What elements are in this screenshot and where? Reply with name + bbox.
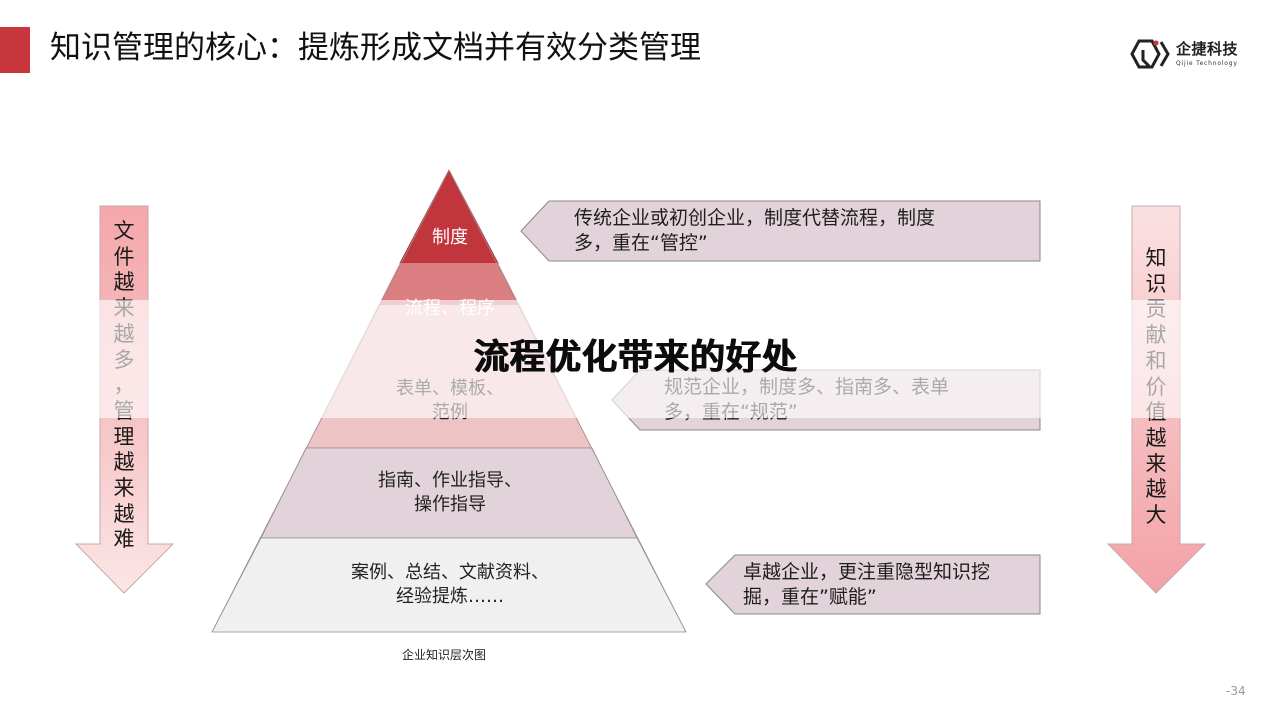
pyramid-label-5-line1: 案例、总结、文献资料、 bbox=[351, 562, 549, 583]
callout-arrow-3 bbox=[705, 554, 1041, 615]
logo-name-en: Qijie Technology bbox=[1176, 60, 1238, 67]
company-logo: 企捷科技 Qijie Technology bbox=[1128, 36, 1252, 72]
qijie-hexagon-logo-icon bbox=[1130, 39, 1170, 69]
title-accent-bar bbox=[0, 27, 30, 73]
page-title: 知识管理的核心：提炼形成文档并有效分类管理 bbox=[50, 30, 701, 66]
pyramid-label-5-line2: 经验提炼…… bbox=[396, 586, 504, 607]
callout-text-3: 卓越企业，更注重隐型知识挖 掘，重在”赋能” bbox=[743, 560, 990, 610]
callout-3-line2: 掘，重在”赋能” bbox=[743, 586, 877, 608]
pyramid-label-5: 案例、总结、文献资料、 经验提炼…… bbox=[300, 561, 600, 609]
pyramid-label-1: 制度 bbox=[432, 227, 468, 248]
pyramid-label-4-line1: 指南、作业指导、 bbox=[378, 470, 522, 491]
page-number: -34 bbox=[1226, 684, 1246, 698]
callout-1-line1: 传统企业或初创企业，制度代替流程，制度 bbox=[574, 207, 936, 229]
logo-name-cn: 企捷科技 bbox=[1176, 40, 1239, 58]
pyramid-label-4-line2: 操作指导 bbox=[414, 494, 486, 515]
overlay-title: 流程优化带来的好处 bbox=[474, 338, 799, 378]
pyramid-caption: 企业知识层次图 bbox=[402, 648, 487, 662]
callout-arrow-1 bbox=[520, 200, 1041, 262]
callout-1-line2: 多，重在“管控” bbox=[574, 232, 708, 254]
pyramid-label-4: 指南、作业指导、 操作指导 bbox=[330, 469, 570, 517]
callout-text-1: 传统企业或初创企业，制度代替流程，制度 多，重在“管控” bbox=[574, 206, 935, 256]
callout-3-line1: 卓越企业，更注重隐型知识挖 bbox=[743, 561, 991, 583]
overlay-band bbox=[0, 300, 1280, 418]
